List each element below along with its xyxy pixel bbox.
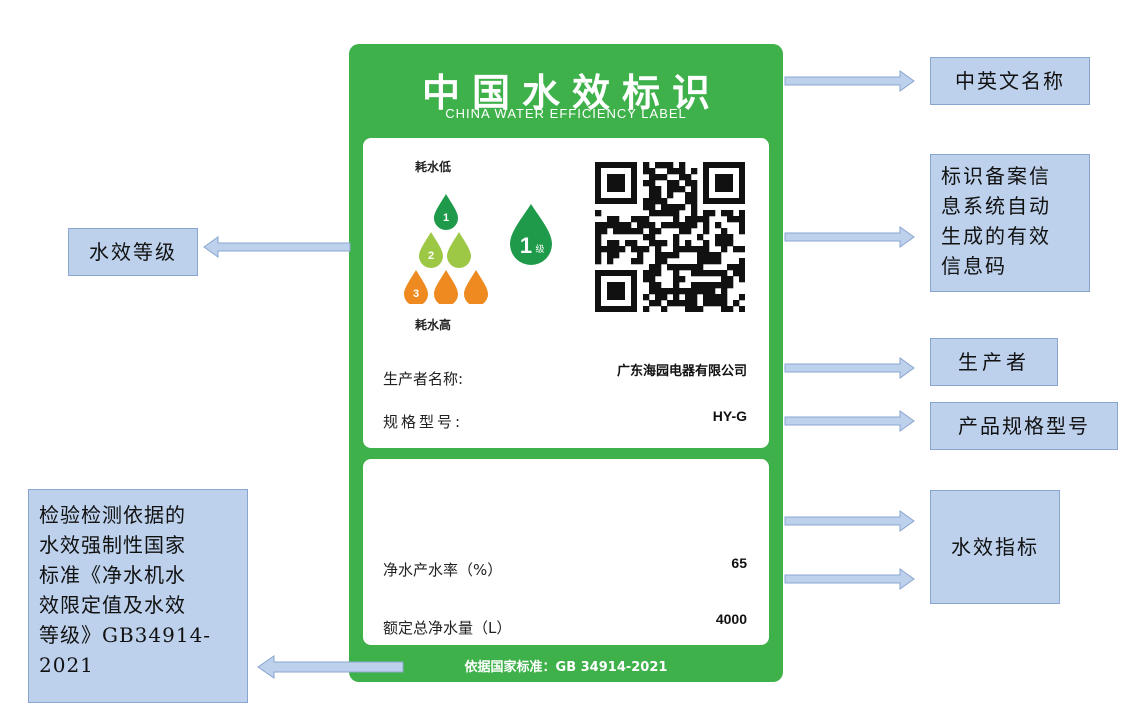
callout-qr-line: 标识备案信: [941, 164, 1051, 188]
arrow-grade: [203, 236, 351, 258]
grade-3-number: 3: [413, 288, 419, 300]
label-subtitle: CHINA WATER EFFICIENCY LABEL: [445, 106, 687, 121]
grade-2-number: 2: [428, 250, 434, 262]
rate-value: 65: [731, 555, 747, 571]
callout-grade: 水效等级: [68, 228, 198, 276]
grade-drops: 1 2 3: [404, 194, 488, 304]
callout-standard: 检验检测依据的 水效强制性国家 标准《净水机水 效限定值及水效 等级》GB349…: [28, 489, 248, 703]
label-index-panel: 净水产水率（%） 65 额定总净水量（L） 4000: [363, 459, 769, 645]
callout-qr-code: 标识备案信 息系统自动 生成的有效 信息码: [930, 154, 1090, 292]
grade-badge-number: 1: [520, 233, 532, 258]
consumption-high-text: 耗水高: [415, 318, 452, 332]
arrow-name: [784, 70, 915, 92]
grade-1-number: 1: [443, 212, 449, 224]
grade-badge-drop: 1 级: [510, 204, 552, 265]
callout-qr-line: 生成的有效: [941, 224, 1051, 248]
volume-label: 额定总净水量（L）: [383, 619, 512, 637]
volume-value: 4000: [715, 611, 747, 627]
grade-3-drop-b: [434, 270, 458, 304]
model-value: HY-G: [712, 408, 747, 424]
callout-standard-line: 标准《净水机水: [39, 563, 186, 587]
callout-index: 水效指标: [930, 490, 1060, 604]
grade-2-drop-b: [447, 232, 471, 268]
callout-qr-line: 息系统自动: [941, 194, 1051, 218]
grade-3-drop-c: [464, 270, 488, 304]
arrow-maker: [784, 357, 915, 379]
callout-maker: 生产者: [930, 338, 1058, 386]
callout-qr-line: 信息码: [941, 254, 1007, 278]
label-title: 中国水效标识: [421, 71, 722, 115]
grade-badge-suffix: 级: [535, 243, 544, 255]
arrow-rate: [784, 510, 915, 532]
water-efficiency-label: 中国水效标识 CHINA WATER EFFICIENCY LABEL 耗水低 …: [349, 44, 783, 682]
maker-label: 生产者名称:: [383, 370, 464, 388]
qr-code-icon: [595, 162, 745, 312]
rate-label: 净水产水率（%）: [383, 561, 503, 579]
arrow-model: [784, 410, 915, 432]
label-basis: 依据国家标准：GB 34914-2021: [464, 660, 668, 675]
callout-standard-line: 效限定值及水效: [39, 593, 186, 617]
callout-standard-line: 等级》GB34914-: [39, 623, 212, 647]
callout-standard-line: 水效强制性国家: [39, 533, 186, 557]
callout-name: 中英文名称: [930, 57, 1090, 105]
arrow-volume: [784, 568, 915, 590]
maker-value: 广东海园电器有限公司: [616, 364, 747, 379]
model-label: 规格型号:: [383, 413, 464, 431]
arrow-qr: [784, 226, 915, 248]
consumption-low-text: 耗水低: [415, 160, 452, 174]
callout-model: 产品规格型号: [930, 402, 1118, 450]
callout-standard-line: 检验检测依据的: [39, 503, 186, 527]
label-info-panel: 耗水低 1 2 3 1 级 耗水高 生产者名称: 广东海园电器有限公司: [363, 138, 769, 448]
callout-standard-line: 2021: [39, 653, 94, 677]
